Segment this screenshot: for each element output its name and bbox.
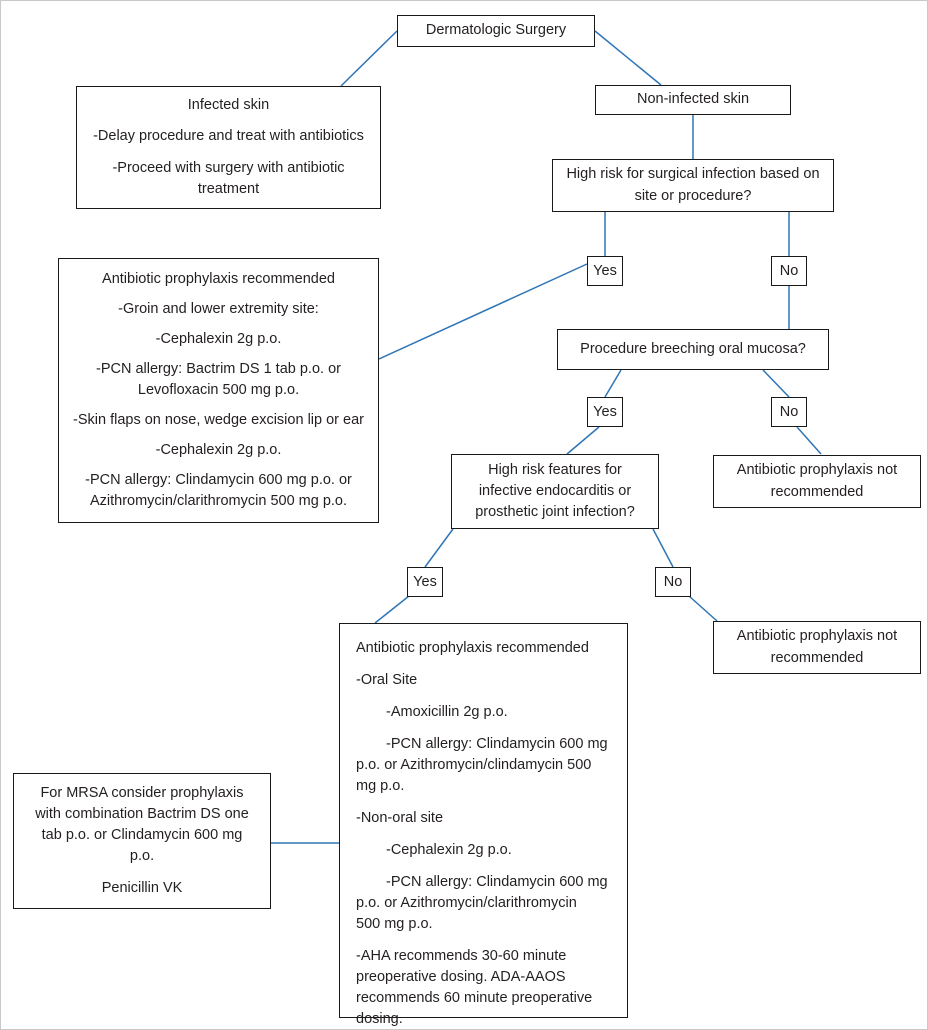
decision-yes-mucosa-label: Yes xyxy=(593,404,617,420)
decision-yes-features-label: Yes xyxy=(413,574,437,590)
infected-skin-line-1: -Delay procedure and treat with antibiot… xyxy=(93,128,364,145)
prophylaxis-main-heading: Antibiotic prophylaxis recommended xyxy=(356,640,589,656)
non-infected-skin-label: Non-infected skin xyxy=(636,91,750,108)
prophylaxis-main-timing-line-3: recommends 60 minute preoperative xyxy=(356,990,593,1007)
decision-yes-surgical[interactable]: Yes xyxy=(587,256,623,286)
edge-features-to-no xyxy=(652,528,674,568)
high-risk-surgical-line-2: site or procedure? xyxy=(634,187,752,204)
edge-no-to-notrecommended-lower xyxy=(688,595,718,622)
mrsa-line-3: tab p.o. or Clindamycin 600 mg xyxy=(41,826,243,843)
spacer xyxy=(356,829,611,840)
decision-no-mucosa-label: No xyxy=(779,404,799,420)
not-recommended-upper-line-2: recommended xyxy=(770,483,864,500)
decision-no-features[interactable]: No xyxy=(655,567,691,597)
prophylaxis-left-pcn-1b: Levofloxacin 500 mg p.o. xyxy=(137,381,300,398)
prophylaxis-left-heading: Antibiotic prophylaxis recommended xyxy=(102,271,335,288)
prophylaxis-left-cephalexin-1: -Cephalexin 2g p.o. xyxy=(155,330,282,347)
decision-yes-surgical-label: Yes xyxy=(593,263,617,279)
decision-no-surgical[interactable]: No xyxy=(771,256,807,286)
edge-features-to-yes xyxy=(424,528,454,568)
decision-no-features-label: No xyxy=(663,574,683,590)
edge-mucosa-to-no xyxy=(762,369,790,398)
node-prophylaxis-not-recommended-lower[interactable]: Antibiotic prophylaxis not recommended xyxy=(713,621,921,674)
node-prophylaxis-recommended-main[interactable]: Antibiotic prophylaxis recommended -Oral… xyxy=(339,623,628,1027)
node-infected-skin[interactable]: Infected skin -Delay procedure and treat… xyxy=(76,86,381,209)
prophylaxis-left-cephalexin-2: -Cephalexin 2g p.o. xyxy=(155,441,282,458)
oral-mucosa-label: Procedure breeching oral mucosa? xyxy=(580,340,806,357)
node-high-risk-features-endocarditis[interactable]: High risk features for infective endocar… xyxy=(451,454,659,529)
prophylaxis-main-nonoral-pcn-line-3: 500 mg p.o. xyxy=(356,916,433,933)
prophylaxis-main-oral-pcn-line-2: p.o. or Azithromycin/clindamycin 500 xyxy=(356,757,592,774)
edge-root-to-noninfected xyxy=(594,30,662,86)
high-risk-features-line-1: High risk features for xyxy=(488,461,622,478)
high-risk-surgical-line-1: High risk for surgical infection based o… xyxy=(566,166,820,183)
prophylaxis-main-cephalexin: -Cephalexin 2g p.o. xyxy=(386,842,512,859)
prophylaxis-left-groin-site: -Groin and lower extremity site: xyxy=(118,301,319,317)
infected-skin-line-3: treatment xyxy=(197,180,260,197)
prophylaxis-main-timing-line-1: -AHA recommends 30-60 minute xyxy=(356,948,567,965)
spacer xyxy=(356,723,611,734)
prophylaxis-main-oral-pcn-line-3: mg p.o. xyxy=(356,778,405,795)
node-high-risk-surgical-infection[interactable]: High risk for surgical infection based o… xyxy=(552,159,834,212)
edge-root-to-infected xyxy=(340,30,398,87)
spacer xyxy=(356,691,611,702)
prophylaxis-left-pcn-1a: -PCN allergy: Bactrim DS 1 tab p.o. or xyxy=(96,360,341,377)
edge-yes-to-prophylaxis-left xyxy=(378,263,588,360)
high-risk-features-line-2: infective endocarditis or xyxy=(478,483,632,499)
edge-yes-to-prophylaxis-main xyxy=(374,595,410,624)
not-recommended-lower-line-2: recommended xyxy=(770,649,864,666)
spacer xyxy=(356,659,611,670)
mrsa-line-1: For MRSA consider prophylaxis xyxy=(40,784,244,801)
decision-no-mucosa[interactable]: No xyxy=(771,397,807,427)
decision-yes-mucosa[interactable]: Yes xyxy=(587,397,623,427)
prophylaxis-main-amoxicillin: -Amoxicillin 2g p.o. xyxy=(386,704,508,721)
prophylaxis-left-pcn-2b: Azithromycin/clarithromycin 500 mg p.o. xyxy=(89,492,348,509)
prophylaxis-main-oral-site-label: -Oral Site xyxy=(356,672,418,689)
mrsa-line-2: with combination Bactrim DS one xyxy=(35,805,249,822)
node-non-infected-skin[interactable]: Non-infected skin xyxy=(595,85,791,115)
node-procedure-breeching-oral-mucosa[interactable]: Procedure breeching oral mucosa? xyxy=(557,329,829,370)
edge-no-to-notrecommended-upper xyxy=(796,426,822,455)
prophylaxis-main-nonoral-pcn-line-1: -PCN allergy: Clindamycin 600 mg xyxy=(386,874,608,891)
high-risk-features-line-3: prosthetic joint infection? xyxy=(475,504,635,521)
node-prophylaxis-not-recommended-upper[interactable]: Antibiotic prophylaxis not recommended xyxy=(713,455,921,508)
node-mrsa-prophylaxis[interactable]: For MRSA consider prophylaxis with combi… xyxy=(13,773,271,909)
not-recommended-upper-line-1: Antibiotic prophylaxis not xyxy=(736,462,898,479)
decision-yes-features[interactable]: Yes xyxy=(407,567,443,597)
infected-skin-title: Infected skin xyxy=(187,97,270,113)
prophylaxis-main-timing-line-2: preoperative dosing. ADA-AAOS xyxy=(356,969,566,986)
prophylaxis-main-oral-pcn-line-1: -PCN allergy: Clindamycin 600 mg xyxy=(386,736,608,753)
node-dermatologic-surgery[interactable]: Dermatologic Surgery xyxy=(397,15,595,47)
prophylaxis-main-nonoral-pcn-line-2: p.o. or Azithromycin/clarithromycin xyxy=(356,895,577,912)
mrsa-footer: Penicillin VK xyxy=(101,880,183,897)
prophylaxis-main-nonoral-site-label: -Non-oral site xyxy=(356,810,444,827)
edge-yes-to-highriskfeatures xyxy=(566,426,600,455)
not-recommended-lower-line-1: Antibiotic prophylaxis not xyxy=(736,628,898,645)
infected-skin-line-2: -Proceed with surgery with antibiotic xyxy=(112,159,345,176)
spacer xyxy=(356,797,611,808)
spacer xyxy=(356,935,611,946)
mrsa-line-4: p.o. xyxy=(129,848,155,864)
prophylaxis-main-body: Antibiotic prophylaxis recommended -Oral… xyxy=(356,638,611,1029)
spacer xyxy=(356,861,611,872)
node-root-label: Dermatologic Surgery xyxy=(425,22,567,39)
decision-no-surgical-label: No xyxy=(779,263,799,279)
prophylaxis-left-skinflaps: -Skin flaps on nose, wedge excision lip … xyxy=(73,411,364,428)
prophylaxis-main-timing-line-4: dosing. xyxy=(356,1011,403,1028)
node-prophylaxis-recommended-left[interactable]: Antibiotic prophylaxis recommended -Groi… xyxy=(58,258,379,523)
prophylaxis-left-pcn-2a: -PCN allergy: Clindamycin 600 mg p.o. or xyxy=(85,471,352,488)
edge-mucosa-to-yes xyxy=(604,369,622,398)
